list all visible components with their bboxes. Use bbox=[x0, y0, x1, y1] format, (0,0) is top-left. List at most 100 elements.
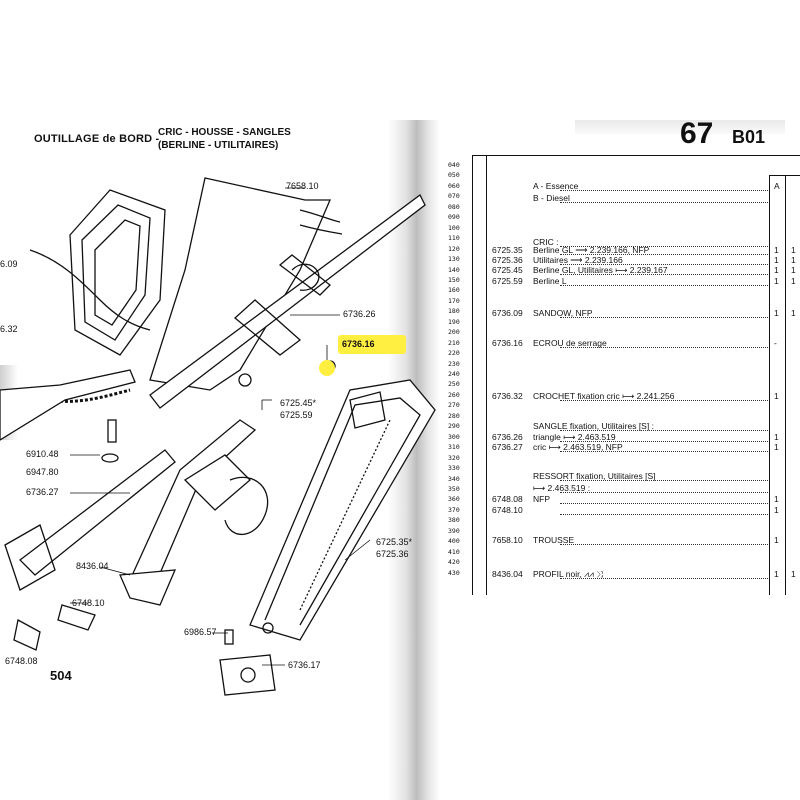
part-description: Berline L bbox=[533, 276, 567, 286]
dotted-leader bbox=[560, 347, 768, 348]
line-number: 190 bbox=[448, 317, 460, 326]
line-number: 260 bbox=[448, 390, 460, 399]
callout-6725-45: 6725.45* bbox=[280, 398, 317, 408]
line-number: 160 bbox=[448, 286, 460, 295]
line-number: 410 bbox=[448, 547, 460, 556]
line-number: 390 bbox=[448, 526, 460, 535]
dotted-leader bbox=[560, 492, 768, 493]
line-number: 400 bbox=[448, 537, 460, 546]
page-ref-504: 504 bbox=[50, 668, 72, 683]
qty-a: A bbox=[774, 181, 780, 191]
part-description: A - Essence bbox=[533, 181, 579, 191]
qty-b: 1 bbox=[791, 569, 796, 579]
dotted-leader bbox=[560, 285, 768, 286]
line-number: 090 bbox=[448, 213, 460, 222]
callout-6725-36: 6725.36 bbox=[376, 549, 409, 559]
line-number: 080 bbox=[448, 202, 460, 211]
line-number: 320 bbox=[448, 453, 460, 462]
qty-a: 1 bbox=[774, 432, 779, 442]
line-number: 140 bbox=[448, 265, 460, 274]
part-ref: 6725.59 bbox=[492, 276, 523, 286]
part-description: NFP bbox=[533, 494, 550, 504]
dotted-leader bbox=[560, 317, 768, 318]
exploded-diagram bbox=[0, 177, 436, 696]
part-description: ⟼ 2.463.519 : bbox=[533, 483, 591, 493]
section-title: OUTILLAGE de BORD - bbox=[34, 133, 160, 145]
line-number: 050 bbox=[448, 171, 460, 180]
dotted-leader bbox=[560, 264, 768, 265]
part-description: Utilitaires ⟶ 2.239.166 bbox=[533, 255, 623, 265]
qty-a: 1 bbox=[774, 276, 779, 286]
qty-a: 1 bbox=[774, 308, 779, 318]
part-description: PROFIL noir, ⩘⩘ ⤨ bbox=[533, 569, 603, 579]
section-subtitle: CRIC - HOUSSE - SANGLES bbox=[158, 127, 291, 138]
table-divider-q1 bbox=[769, 175, 770, 595]
callout-6748-08: 6748.08 bbox=[5, 656, 38, 666]
qty-a: 1 bbox=[774, 569, 779, 579]
line-number: 250 bbox=[448, 380, 460, 389]
line-number: 420 bbox=[448, 558, 460, 567]
line-number: 060 bbox=[448, 181, 460, 190]
line-number: 230 bbox=[448, 359, 460, 368]
qty-a: 1 bbox=[774, 442, 779, 452]
line-number: 430 bbox=[448, 568, 460, 577]
callout-6736-09: 6.09 bbox=[0, 259, 18, 269]
part-description: CROCHET fixation cric ⟼ 2.241.256 bbox=[533, 391, 675, 401]
part-ref: 7658.10 bbox=[492, 535, 523, 545]
callout-6986-57: 6986.57 bbox=[184, 627, 217, 637]
highlight-part-6736-16 bbox=[319, 360, 335, 376]
callout-8436-04: 8436.04 bbox=[76, 561, 109, 571]
highlight-6736-16 bbox=[338, 335, 406, 354]
dotted-leader bbox=[560, 480, 768, 481]
dotted-leader bbox=[560, 274, 768, 275]
line-number: 280 bbox=[448, 411, 460, 420]
line-number: 310 bbox=[448, 443, 460, 452]
part-ref: 6725.36 bbox=[492, 255, 523, 265]
callout-7658-10: 7658.10 bbox=[286, 181, 319, 191]
dotted-leader bbox=[560, 578, 768, 579]
part-ref: 6736.27 bbox=[492, 442, 523, 452]
line-number: 130 bbox=[448, 255, 460, 264]
part-description: ECROU de serrage bbox=[533, 338, 607, 348]
line-number: 350 bbox=[448, 484, 460, 493]
dotted-leader bbox=[560, 254, 768, 255]
part-ref: 8436.04 bbox=[492, 569, 523, 579]
dotted-leader bbox=[560, 544, 768, 545]
qty-b: 1 bbox=[791, 255, 796, 265]
dotted-leader bbox=[560, 400, 768, 401]
line-number: 300 bbox=[448, 432, 460, 441]
line-number: 360 bbox=[448, 495, 460, 504]
line-number: 330 bbox=[448, 464, 460, 473]
dotted-leader bbox=[560, 430, 768, 431]
line-number: 220 bbox=[448, 349, 460, 358]
line-number: 200 bbox=[448, 328, 460, 337]
part-ref: 6725.45 bbox=[492, 265, 523, 275]
dotted-leader bbox=[560, 451, 768, 452]
line-number: 240 bbox=[448, 370, 460, 378]
table-border-left bbox=[472, 155, 473, 595]
page-number: 67 bbox=[680, 117, 714, 150]
table-divider-q2 bbox=[785, 175, 786, 595]
line-number: 040 bbox=[448, 161, 460, 169]
part-ref: 6748.08 bbox=[492, 494, 523, 504]
dotted-leader bbox=[560, 202, 768, 203]
qty-b: 1 bbox=[791, 276, 796, 286]
part-ref: 6736.26 bbox=[492, 432, 523, 442]
line-number: 210 bbox=[448, 338, 460, 347]
qty-a: 1 bbox=[774, 255, 779, 265]
part-description: TROUSSE bbox=[533, 535, 575, 545]
table-top-rule bbox=[472, 155, 800, 156]
callout-6736-27: 6736.27 bbox=[26, 487, 59, 497]
line-number: 100 bbox=[448, 223, 460, 232]
callout-6736-32: 6.32 bbox=[0, 324, 18, 334]
qty-b: 1 bbox=[791, 265, 796, 275]
callout-6748-10: 6748.10 bbox=[72, 598, 105, 608]
header-bar bbox=[575, 120, 785, 134]
dotted-leader bbox=[560, 441, 768, 442]
qty-a: 1 bbox=[774, 391, 779, 401]
qty-a: 1 bbox=[774, 265, 779, 275]
callout-6736-26: 6736.26 bbox=[343, 309, 376, 319]
qty-b: 1 bbox=[791, 245, 796, 255]
part-ref: 6736.09 bbox=[492, 308, 523, 318]
